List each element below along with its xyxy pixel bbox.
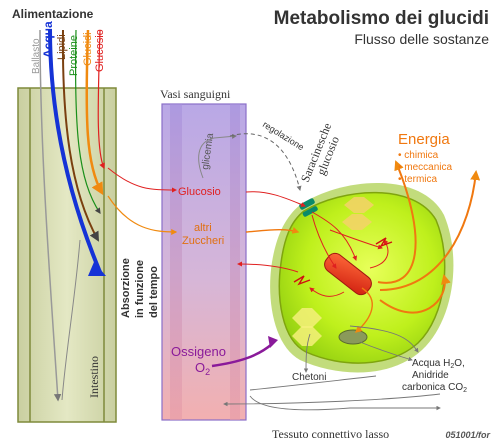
spark-1 — [375, 237, 393, 248]
zuccheri-label: Zuccheri — [182, 235, 224, 247]
flow-inner-grey — [61, 239, 81, 401]
arrow-zuccheri-to-cell — [245, 227, 300, 234]
cell-red-flows — [237, 191, 389, 297]
vasi-label: Vasi sanguigni — [160, 87, 231, 101]
energia-arrow-1 — [377, 160, 417, 284]
food-label-proteine: Proteine — [68, 35, 80, 76]
output-lines — [223, 325, 441, 411]
arrow-glucosio-to-gate — [245, 191, 306, 207]
food-label-acqua: Acqua — [41, 21, 55, 58]
flow-acqua — [48, 29, 102, 273]
glicemia-label: glicemia — [200, 132, 216, 170]
anidride-label: Anidride — [412, 370, 449, 381]
tessuto-label: Tessuto connettivo lasso — [272, 427, 389, 441]
spark-2 — [293, 275, 311, 286]
food-labels: Ballasto Acqua Lipidi Proteine Glucidi G… — [31, 21, 106, 76]
energia-title: Energia — [398, 131, 450, 148]
flow-glucosio — [97, 29, 105, 170]
exchanger-bottom — [292, 308, 322, 346]
svg-text:in funzione: in funzione — [134, 260, 146, 318]
page-title: Metabolismo dei glucidi — [274, 8, 489, 29]
flow-glucidi — [85, 29, 104, 196]
exchanger-top — [342, 197, 374, 230]
vesicle — [338, 329, 368, 345]
intestino-label: Intestino — [87, 356, 101, 398]
energia-arrow-2 — [379, 170, 481, 291]
figure-code: 051001/for — [445, 430, 490, 440]
glucosio-label: Glucosio — [178, 186, 221, 198]
glicemia-arrow — [198, 133, 237, 179]
energia-item-chimica: • chimica — [398, 150, 439, 161]
ossigeno-label: Ossigeno — [171, 344, 226, 359]
chetoni-label: Chetoni — [292, 372, 326, 383]
food-flows — [39, 29, 106, 402]
food-label-ballasto: Ballasto — [31, 38, 42, 74]
arrow-zuccheri-absorb — [107, 195, 178, 235]
flow-acqua-head — [88, 262, 106, 276]
gate-top — [299, 198, 315, 210]
absorption-label: Absorzione in funzione del tempo — [120, 258, 160, 318]
flow-ballasto — [39, 29, 62, 402]
oxygen-arrow-head — [268, 336, 278, 348]
page-subtitle: Flusso delle sostanze — [354, 31, 489, 47]
blood-vessel-stripe-right — [230, 104, 240, 420]
flow-proteine — [74, 29, 101, 214]
acqua-output-label: Acqua H2O, — [412, 358, 465, 370]
arrow-back-to-vessel — [237, 261, 299, 273]
alimentazione-label: Alimentazione — [12, 7, 94, 21]
flow-lipidi — [61, 29, 99, 242]
regolazione-label: regolazione — [261, 119, 306, 152]
o2-label: O2 — [195, 360, 210, 377]
gate-bottom — [302, 206, 318, 217]
absorption-arrows — [107, 167, 178, 235]
svg-text:del tempo: del tempo — [148, 266, 160, 318]
cell-orange-flows — [245, 160, 481, 333]
blood-vessel-stripe-left — [170, 104, 182, 420]
svg-text:Absorzione: Absorzione — [120, 258, 132, 318]
energia-arrow-3 — [379, 274, 451, 314]
energia-item-termica: • termica — [398, 174, 438, 185]
oxygen-arrow — [211, 343, 273, 368]
arrow-glucosio-absorb — [107, 167, 177, 193]
energia-item-meccanica: • meccanica — [398, 162, 453, 173]
altri-label: altri — [194, 222, 212, 234]
carbonica-label: carbonica CO2 — [402, 382, 467, 394]
